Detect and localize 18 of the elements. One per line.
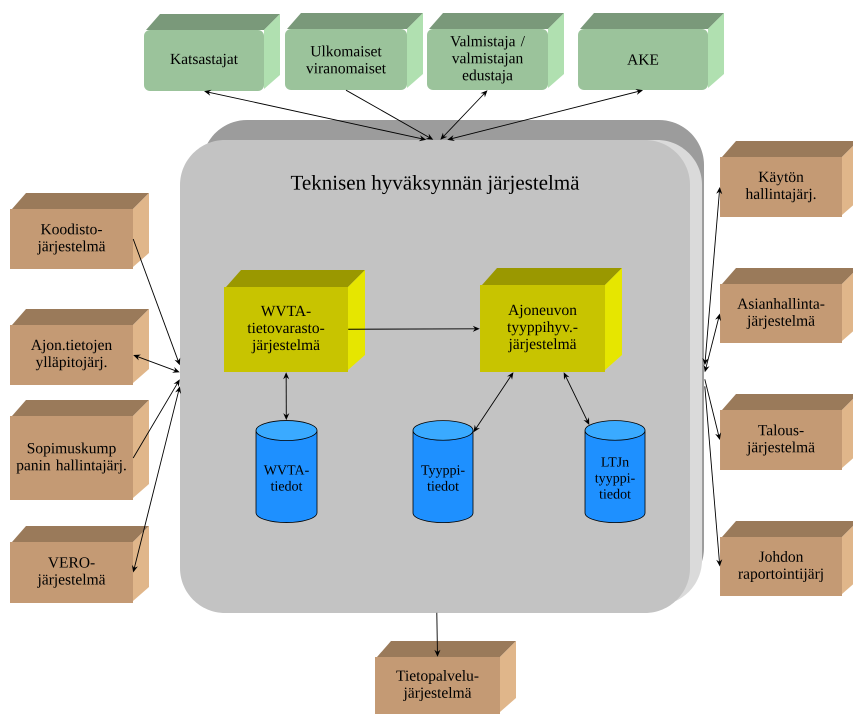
system-box: Talous- järjestelmä [720, 394, 853, 470]
database-cylinder: WVTA- tiedot [256, 420, 318, 523]
subsystem-box: Ajoneuvon tyyppihyv.- järjestelmä [480, 268, 622, 372]
system-box: Tietopalvelu- järjestelmä [375, 641, 516, 714]
database-cylinder: LTJn tyyppi- tiedot [584, 420, 646, 524]
system-box: Koodisto- järjestelmä [10, 193, 149, 269]
system-box: Käytön hallintajärj. [720, 141, 853, 217]
block-box: Valmistaja / valmistajan edustaja [427, 13, 564, 90]
system-box: Johdon raportointijärj [720, 521, 853, 596]
block-box: Ulkomaiset viranomaiset [285, 13, 423, 90]
block-box: AKE [578, 13, 724, 90]
system-box: Sopimuskump panin hallintajärj. [10, 400, 149, 500]
block-box: Katsastajat [144, 14, 280, 91]
subsystem-box: WVTA- tietovarasto- järjestelmä [224, 270, 365, 372]
system-box: VERO- järjestelmä [10, 526, 149, 603]
system-box: Asianhallinta- järjestelmä [720, 268, 853, 343]
database-cylinder: Tyyppi- tiedot [412, 420, 474, 524]
system-box: Ajon.tietojen ylläpitojärj. [10, 309, 149, 385]
